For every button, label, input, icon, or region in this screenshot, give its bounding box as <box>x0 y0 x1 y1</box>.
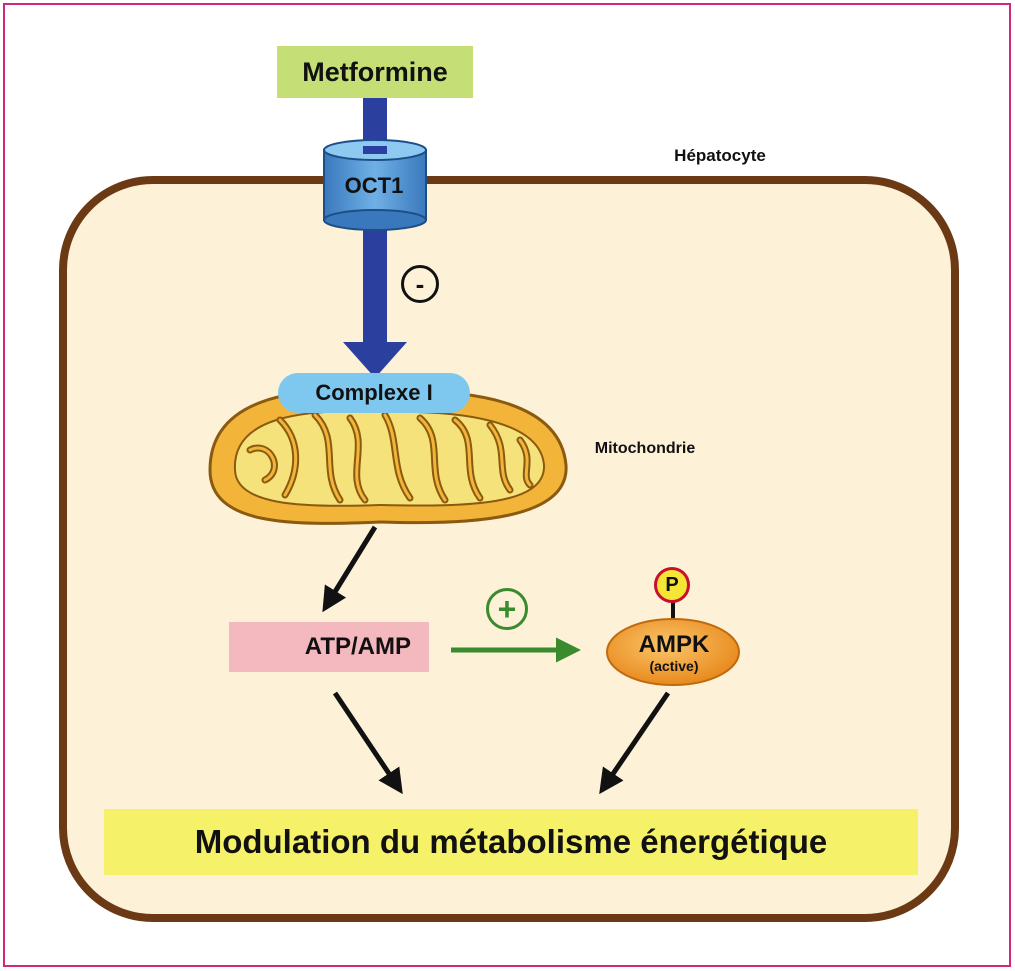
ampk-node: AMPK (active) <box>608 620 740 686</box>
arrow-ampk-to-result <box>599 691 671 795</box>
mitochondrie-label: Mitochondrie <box>594 440 696 457</box>
hepatocyte-label: Hépatocyte <box>674 146 766 165</box>
activation-sign: + <box>486 588 528 630</box>
oct1-channel <box>323 139 427 231</box>
phospho-badge: P <box>654 567 690 603</box>
result-box: Modulation du métabolisme énergétique <box>104 809 918 875</box>
transport-arrow-head <box>343 342 407 378</box>
inhibition-sign: - <box>401 265 439 303</box>
arrow-mito-to-atp <box>322 525 378 613</box>
complexe-label: Complexe I <box>278 373 470 413</box>
atp-amp-label: ATP/AMP <box>304 633 411 660</box>
oct1-label: OCT1 <box>344 173 404 198</box>
atp-amp-box: ATP/AMP <box>229 622 429 672</box>
mitochondria <box>208 388 568 525</box>
metformine-label: Metformine <box>277 46 473 98</box>
arrow-atp-to-result <box>332 691 403 795</box>
hepatocyte-cell <box>59 176 959 922</box>
ampk-state-label: (active) <box>649 658 699 674</box>
ampk-label: AMPK <box>638 631 710 658</box>
ampk-ellipse <box>606 618 740 686</box>
